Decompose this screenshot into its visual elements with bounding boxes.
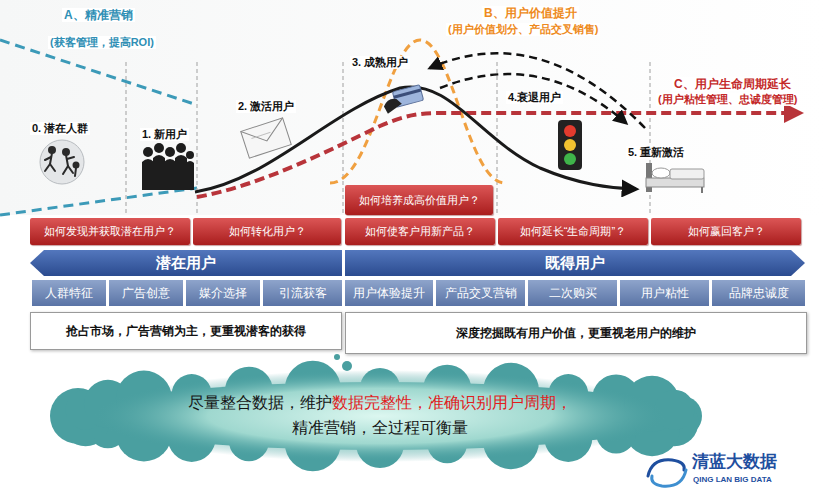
tactic-tile: 人群特征 xyxy=(32,280,106,306)
section-heading: C、用户生命周期延长 xyxy=(672,77,793,91)
question-text: 如何赢回客户？ xyxy=(688,224,765,239)
key-point-cloud: 尽量整合数据，维护数据完整性，准确识别用户周期， 精准营销，全过程可衡量 xyxy=(50,360,710,472)
key-point-text: 精准营销，全过程可衡量 xyxy=(188,418,572,439)
summary-box: 抢占市场，广告营销为主，更重视潜客的获得 xyxy=(30,312,342,350)
question-text: 如何使客户用新产品？ xyxy=(365,224,475,239)
tile-text: 产品交叉营销 xyxy=(445,285,517,302)
question-box: 如何培养成高价值用户？ xyxy=(345,185,493,215)
tactic-tile: 用户体验提升 xyxy=(345,280,433,306)
key-point-text: 尽量整合数据，维护 xyxy=(188,394,332,411)
cloud-shape xyxy=(50,360,710,472)
question-text: 如何培养成高价值用户？ xyxy=(359,193,480,208)
tactic-tile: 引流获客 xyxy=(263,280,342,306)
tile-text: 二次购买 xyxy=(549,285,597,302)
tactic-tile: 产品交叉营销 xyxy=(436,280,525,306)
logo-text: QING LAN BIG DATA xyxy=(691,475,774,485)
tactic-tile: 广告创意 xyxy=(109,280,183,306)
logo-text: 清蓝大数据 xyxy=(690,452,779,472)
stage-label: 5. 重新激活 xyxy=(626,146,686,159)
tile-text: 媒介选择 xyxy=(199,285,247,302)
section-subtitle: (获客管理，提高ROI) xyxy=(48,36,156,49)
summary-text: 抢占市场，广告营销为主，更重视潜客的获得 xyxy=(66,323,306,340)
question-text: 如何延长“生命周期”？ xyxy=(520,224,626,239)
tactic-tile: 品牌忠诚度 xyxy=(712,280,805,306)
tactic-tile: 媒介选择 xyxy=(186,280,260,306)
stage-label: 4.衰退用户 xyxy=(506,91,563,104)
question-box: 如何发现并获取潜在用户？ xyxy=(30,218,190,245)
key-point-text: 数据完整性，准确识别用户周期， xyxy=(332,394,572,411)
tile-text: 人群特征 xyxy=(45,285,93,302)
segment-banner: 潜在用户 xyxy=(30,250,342,276)
summary-text: 深度挖掘既有用户价值，更重视老用户的维护 xyxy=(456,325,696,342)
banner-text: 既得用户 xyxy=(545,254,605,273)
section-subtitle: (用户粘性管理、忠诚度管理) xyxy=(656,93,799,106)
section-heading: A、精准营销 xyxy=(62,8,135,22)
section-heading: B、用户价值提升 xyxy=(482,6,579,20)
question-text: 如何发现并获取潜在用户？ xyxy=(44,224,176,239)
stage-label: 3. 成熟用户 xyxy=(350,56,410,69)
question-text: 如何转化用户？ xyxy=(229,224,306,239)
section-subtitle: (用户价值划分、产品交叉销售) xyxy=(446,23,600,36)
stage-label: 0. 潜在人群 xyxy=(30,122,90,135)
question-box: 如何延长“生命周期”？ xyxy=(498,218,648,245)
tile-text: 用户体验提升 xyxy=(353,285,425,302)
tactic-tile: 二次购买 xyxy=(528,280,617,306)
tile-text: 引流获客 xyxy=(279,285,327,302)
question-box: 如何赢回客户？ xyxy=(651,218,801,245)
question-box: 如何转化用户？ xyxy=(193,218,341,245)
tile-text: 品牌忠诚度 xyxy=(729,285,789,302)
tile-text: 用户粘性 xyxy=(641,285,689,302)
tile-text: 广告创意 xyxy=(122,285,170,302)
stage-label: 2. 激活用户 xyxy=(236,100,296,113)
banner-text: 潜在用户 xyxy=(156,254,216,273)
tactic-tile: 用户粘性 xyxy=(620,280,709,306)
stage-label: 1. 新用户 xyxy=(140,128,189,141)
question-box: 如何使客户用新产品？ xyxy=(345,218,495,245)
summary-box: 深度挖掘既有用户价值，更重视老用户的维护 xyxy=(345,312,807,354)
segment-banner: 既得用户 xyxy=(345,250,805,276)
